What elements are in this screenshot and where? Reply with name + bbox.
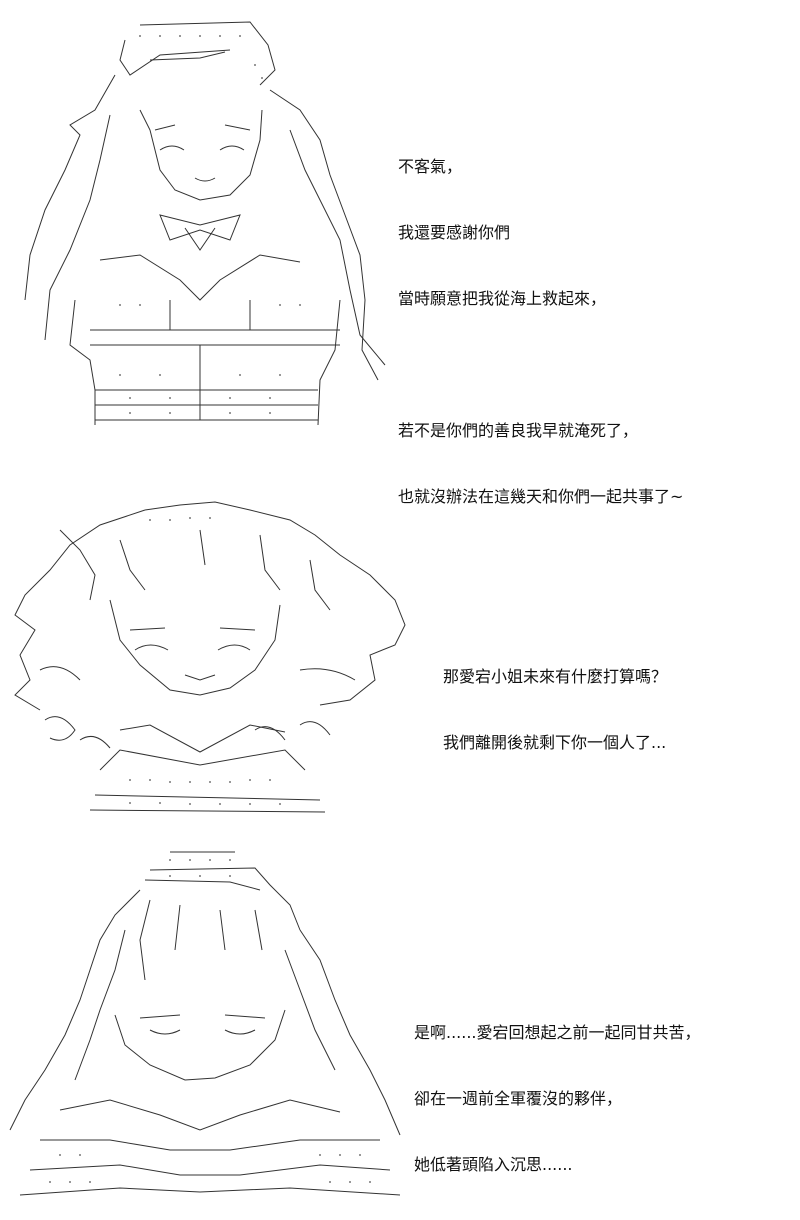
dialogue-line: 是啊......愛宕回想起之前一起同甘共苦， (414, 1023, 701, 1042)
dialogue-box: 是啊......愛宕回想起之前一起同甘共苦， 卻在一週前全軍覆沒的夥伴， 她低著… (414, 978, 701, 1220)
ascii-art-character-smiling-drawing (24, 21, 386, 426)
ascii-art-character-downcast-drawing (9, 851, 401, 1196)
panel-1: 不客氣， 我還要感謝你們 當時願意把我從海上救起來， 若不是你們的善良我早就淹死… (0, 0, 800, 506)
dialogue-line: 我們離開後就剩下你一個人了... (443, 733, 667, 752)
dialogue-gap (398, 354, 683, 376)
ascii-art-character-smiling (0, 0, 400, 440)
dialogue-line: 當時願意把我從海上救起來， (398, 289, 607, 308)
ascii-art-character-curly-hair (0, 490, 420, 830)
dialogue-line: 若不是你們的善良我早就淹死了， (398, 421, 639, 440)
dialogue-line: 不客氣， (398, 157, 463, 176)
panel-2: 那愛宕小姐未來有什麼打算嗎？ 我們離開後就剩下你一個人了... (0, 490, 800, 830)
dialogue-line: 她低著頭陷入沉思...... (414, 1155, 573, 1174)
panel-3: 是啊......愛宕回想起之前一起同甘共苦， 卻在一週前全軍覆沒的夥伴， 她低著… (0, 840, 800, 1200)
dialogue-box: 不客氣， 我還要感謝你們 當時願意把我從海上救起來， 若不是你們的善良我早就淹死… (398, 112, 683, 552)
dialogue-line: 那愛宕小姐未來有什麼打算嗎？ (443, 667, 668, 686)
dialogue-line: 也就沒辦法在這幾天和你們一起共事了~ (398, 487, 684, 506)
dialogue-line: 卻在一週前全軍覆沒的夥伴， (414, 1089, 623, 1108)
ascii-art-character-downcast (0, 840, 410, 1200)
dialogue-box: 那愛宕小姐未來有什麼打算嗎？ 我們離開後就剩下你一個人了... (443, 622, 667, 798)
ascii-art-character-curly-hair-drawing (14, 501, 406, 813)
dialogue-line: 我還要感謝你們 (398, 223, 511, 242)
